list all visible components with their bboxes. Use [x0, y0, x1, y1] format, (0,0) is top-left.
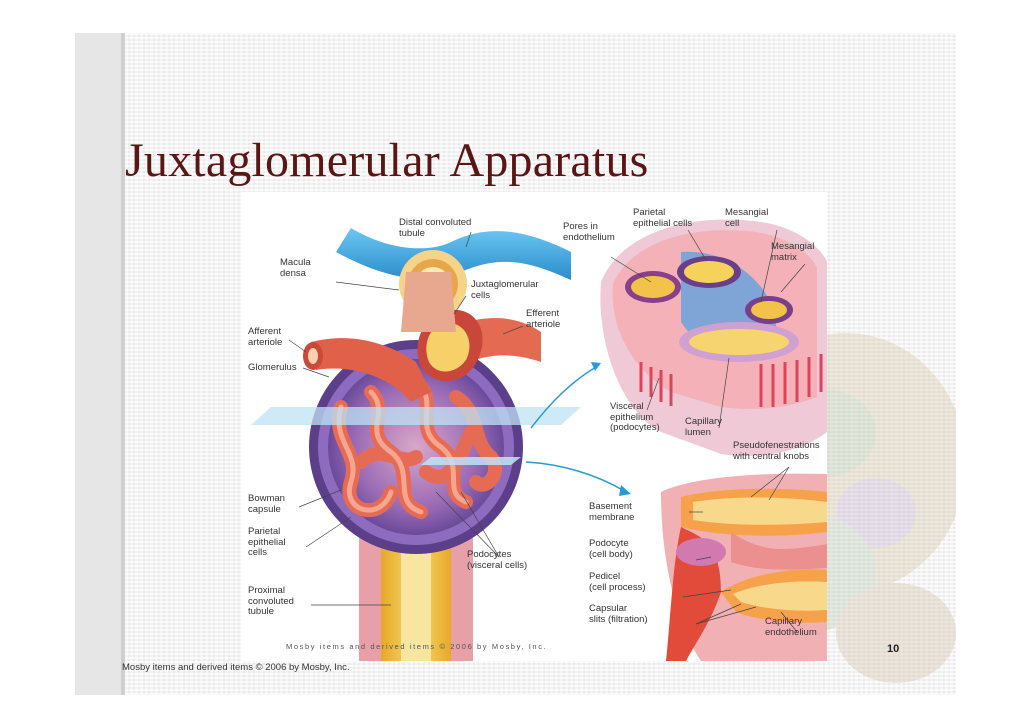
label-pores-in-endothelium: Pores in endothelium [563, 221, 615, 243]
footer-credit: Mosby items and derived items © 2006 by … [122, 662, 350, 673]
figure-credit: Mosby items and derived items © 2006 by … [286, 642, 548, 651]
label-visceral-epithelium: Visceral epithelium (podocytes) [610, 401, 660, 433]
section-plane-upper [251, 407, 581, 425]
page-number: 10 [887, 643, 900, 655]
label-podocytes: Podocytes (visceral cells) [467, 549, 528, 571]
upper-inset [600, 219, 827, 456]
label-distal-convoluted-tubule: Distal convoluted tubule [399, 217, 472, 239]
label-macula-densa: Macula densa [280, 257, 311, 279]
section-plane-lower [421, 457, 521, 465]
kidney-diagram: Distal convoluted tubule Macula densa Ju… [241, 192, 827, 661]
label-mesangial-matrix: Mesangial matrix [771, 241, 815, 263]
label-efferent-arteriole: Efferent arteriole [526, 308, 561, 330]
arrow-to-lower-inset [525, 461, 627, 493]
arrow-to-upper-inset [530, 366, 597, 429]
slide-left-bar [75, 33, 125, 695]
lower-inset [661, 473, 827, 661]
label-pseudofenestrations: Pseudofenestrations with central knobs [733, 440, 820, 462]
label-juxtaglomerular-cells: Juxtaglomerular cells [471, 279, 539, 301]
label-glomerulus: Glomerulus [248, 362, 297, 373]
arterioles-shape [303, 272, 541, 402]
slide: Juxtaglomerular Apparatus [75, 33, 956, 695]
kidney-diagram-art [251, 219, 827, 661]
label-parietal-epithelial-cells-right: Parietal epithelial cells [633, 207, 693, 229]
leader-lines [288, 229, 806, 633]
label-proximal-convoluted-tubule: Proximal convoluted tubule [248, 585, 294, 617]
label-afferent-arteriole: Afferent arteriole [248, 326, 283, 348]
label-mesangial-cell: Mesangial cell [725, 207, 769, 229]
label-pedicel: Pedicel (cell process) [589, 571, 646, 593]
label-basement-membrane: Basement membrane [589, 501, 635, 523]
label-capsular-slits: Capsular slits (filtration) [589, 603, 648, 625]
slide-title: Juxtaglomerular Apparatus [125, 134, 649, 187]
label-capillary-endothelium: Capillary endothelium [765, 616, 817, 638]
label-bowman-capsule: Bowman capsule [248, 493, 285, 515]
label-parietal-epithelial-cells-left: Parietal epithelial cells [248, 526, 286, 558]
label-podocyte-cell-body: Podocyte (cell body) [589, 538, 633, 560]
label-capillary-lumen: Capillary lumen [685, 416, 722, 438]
